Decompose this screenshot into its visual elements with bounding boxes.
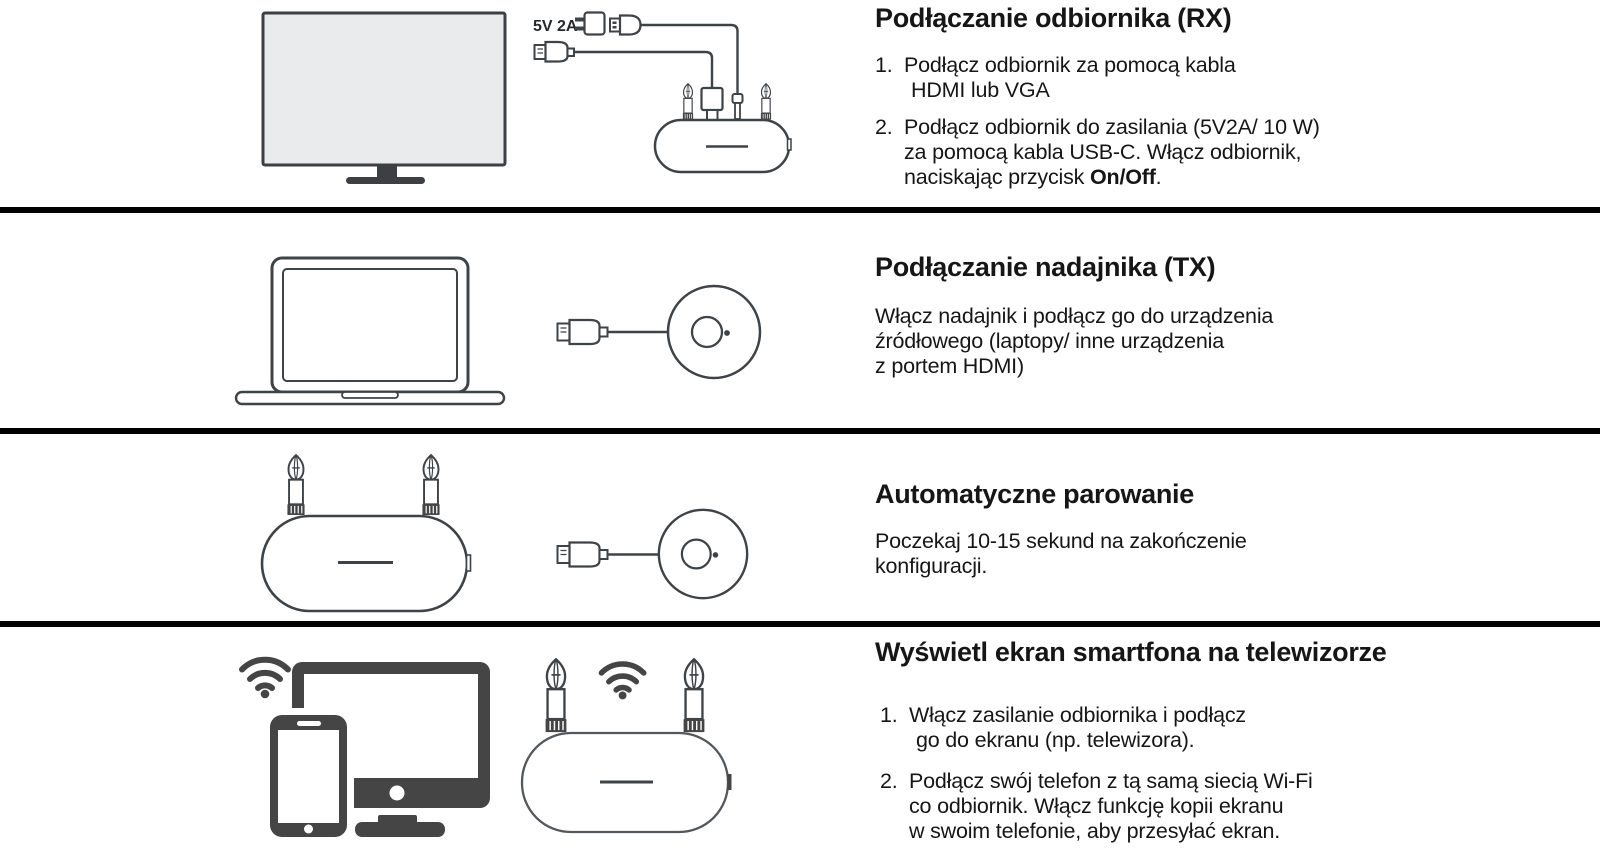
- antenna-icon: [421, 454, 441, 516]
- step-number: 2.: [875, 115, 893, 139]
- section-pairing: Automatyczne parowanie Poczekaj 10-15 se…: [0, 434, 1600, 621]
- divider: [0, 428, 1600, 434]
- section-title: Wyświetl ekran smartfona na telewizorze: [875, 637, 1387, 667]
- antenna-icon: [682, 658, 706, 734]
- section-rx: 5V 2A: [0, 0, 1600, 207]
- wifi-icon: [601, 664, 643, 699]
- step-number: 1.: [875, 53, 893, 77]
- hdmi-cable: [574, 50, 714, 88]
- receiver-icon: [520, 731, 732, 834]
- cast-illustration: [0, 627, 732, 844]
- power-adapter-icon: [575, 11, 606, 36]
- step-1: 1. Włącz zasilanie odbiornika i podłącz …: [880, 703, 1246, 752]
- section-title: Podłączanie odbiornika (RX): [875, 3, 1232, 33]
- hdmi-plug-icon: [556, 318, 609, 346]
- section-title: Automatyczne parowanie: [875, 479, 1194, 509]
- antenna-icon: [544, 658, 568, 734]
- step-1: 1. Podłącz odbiornik za pomocą kabla HDM…: [875, 53, 1236, 102]
- section-tx: Podłączanie nadajnika (TX) Włącz nadajni…: [0, 213, 1600, 428]
- divider: [0, 207, 1600, 213]
- divider: [0, 621, 1600, 627]
- section-paragraph: Włącz nadajnik i podłącz go do urządzeni…: [875, 304, 1274, 378]
- step-number: 2.: [880, 769, 898, 793]
- section-paragraph: Poczekaj 10-15 sekund na zakończenie kon…: [875, 529, 1247, 578]
- receiver-icon: [260, 514, 472, 613]
- receiver-icon: [653, 118, 792, 174]
- wifi-icon: [242, 660, 288, 699]
- pairing-illustration: [260, 454, 749, 613]
- laptop-icon: [234, 256, 506, 406]
- transmitter-puck-icon: [666, 284, 762, 380]
- antenna-icon: [286, 454, 306, 516]
- on-off-label: On/Off: [1089, 165, 1156, 189]
- tx-illustration: [234, 256, 762, 406]
- usb-c-connector-icon: [731, 93, 744, 120]
- antenna-icon: [682, 83, 694, 121]
- hdmi-connector-icon: [700, 86, 724, 123]
- hdmi-plug-icon: [556, 541, 609, 568]
- power-cable: [640, 23, 739, 94]
- antenna-icon: [760, 83, 772, 121]
- transmitter-puck-icon: [657, 508, 749, 600]
- rx-illustration: 5V 2A: [261, 11, 792, 184]
- tv-icon: [261, 11, 507, 184]
- step-number: 1.: [880, 703, 898, 727]
- section-cast: Wyświetl ekran smartfona na telewizorze …: [0, 627, 1600, 853]
- step-2: 2. Podłącz swój telefon z tą samą siecią…: [880, 769, 1313, 843]
- power-spec-label: 5V 2A: [533, 18, 578, 35]
- usb-plug-icon: [609, 14, 642, 36]
- hdmi-plug-icon: [533, 40, 575, 63]
- smartphone-icon: [263, 708, 354, 844]
- section-title: Podłączanie nadajnika (TX): [875, 252, 1216, 282]
- step-2: 2. Podłącz odbiornik do zasilania (5V2A/…: [875, 115, 1320, 189]
